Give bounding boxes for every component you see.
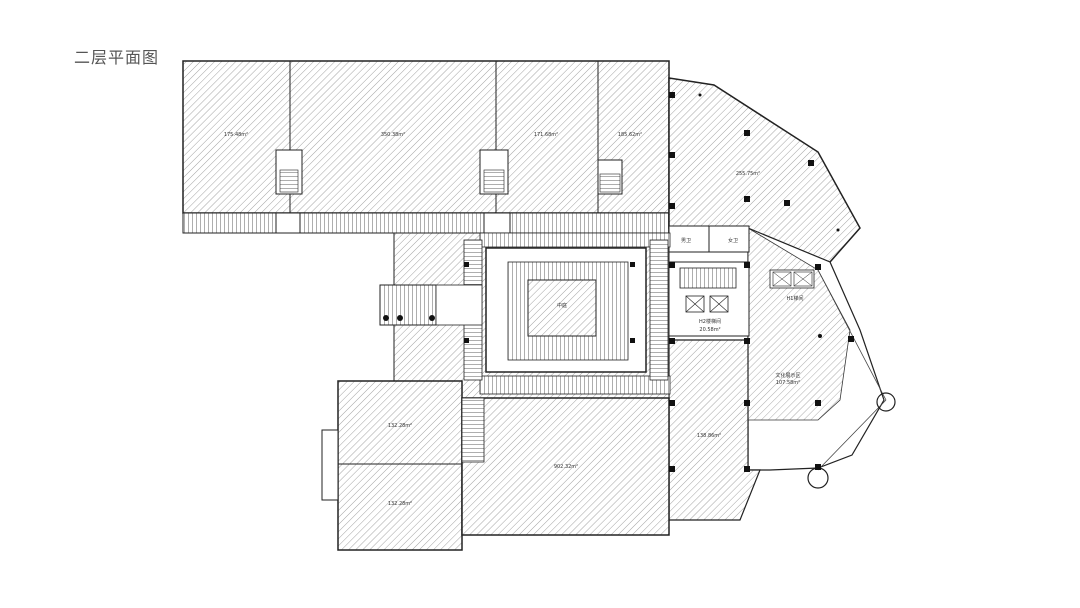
label-toilet-f: 女卫	[728, 237, 738, 244]
label-culture: 文化展示区	[775, 372, 800, 379]
label-stair-hall: H2楼梯间	[699, 318, 721, 325]
columns	[383, 92, 854, 472]
label-r8: 138.86m²	[697, 433, 721, 439]
label-culture-area: 107.58m²	[776, 380, 800, 386]
label-r3: 171.68m²	[534, 132, 558, 138]
label-r9: 132.28m²	[388, 501, 412, 507]
top-rooms	[182, 60, 670, 234]
label-toilet-m: 男卫	[681, 238, 691, 244]
room-labels: 175.48m² 350.38m² 171.68m² 185.62m² 255.…	[224, 132, 804, 507]
label-r1: 175.48m²	[224, 132, 248, 138]
right-wing	[668, 77, 896, 521]
label-r5: 255.75m²	[736, 171, 760, 177]
label-r2: 350.38m²	[381, 132, 405, 138]
label-stair-hall-area: 20.58m²	[699, 327, 720, 333]
label-r7: 902.32m²	[554, 464, 578, 470]
page-title: 二层平面图	[74, 48, 160, 67]
label-r4: 185.62m²	[618, 132, 642, 138]
bottom-rooms	[321, 380, 670, 551]
label-r6: 132.28m²	[388, 423, 412, 429]
label-lobby: 中庭	[557, 302, 567, 309]
label-elevator-hall: H1梯间	[787, 295, 804, 302]
